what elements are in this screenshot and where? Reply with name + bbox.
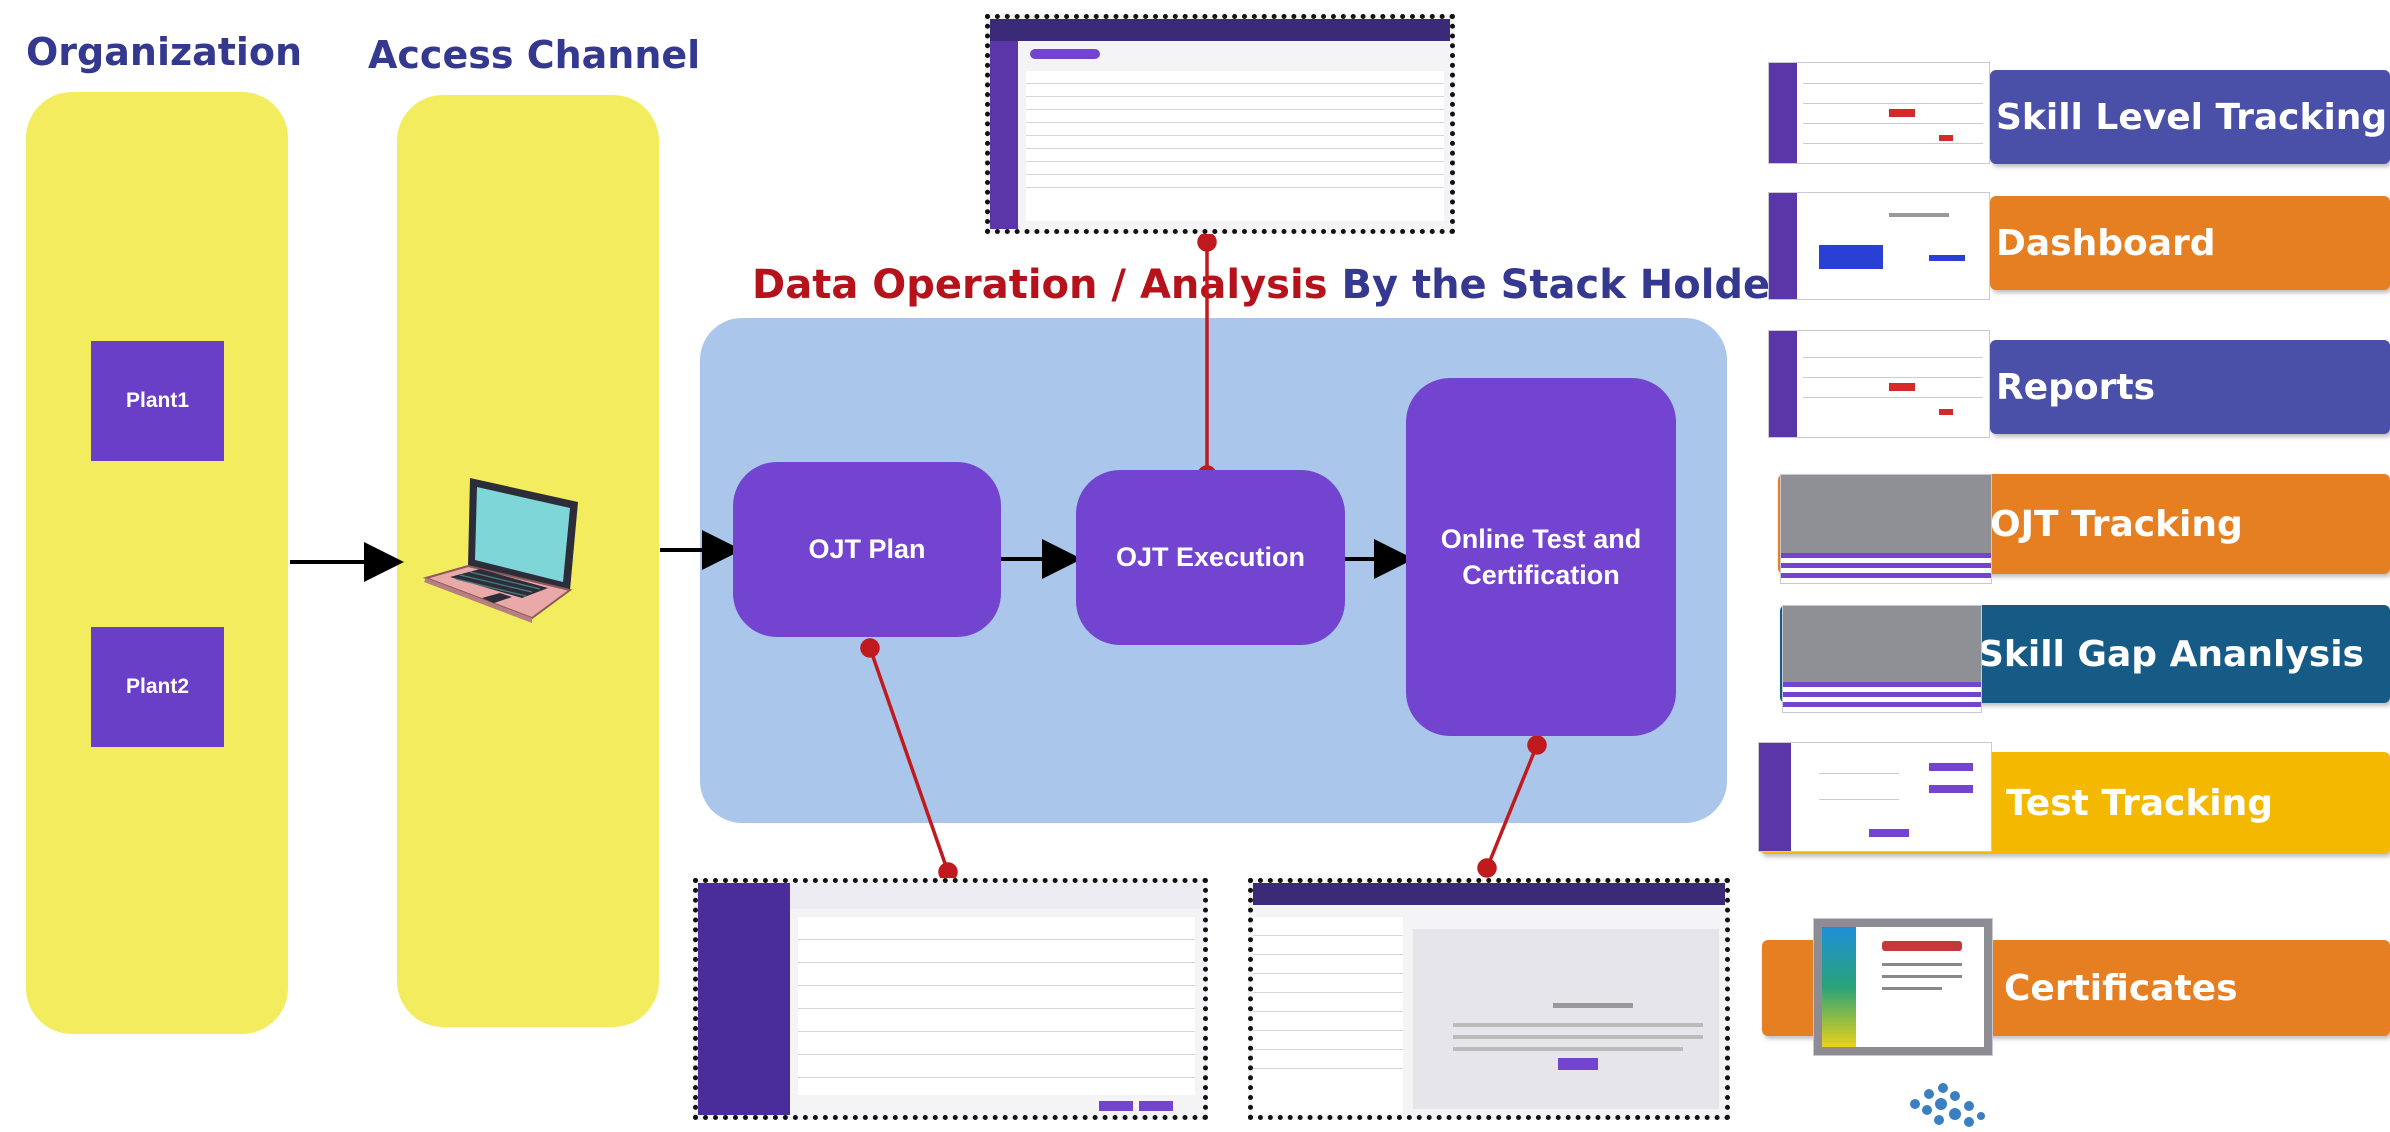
ojt-plan-label: OJT Plan — [808, 534, 926, 565]
plant2-box: Plant2 — [91, 627, 224, 747]
dashboard-screenshot — [1768, 192, 1990, 300]
ojt-execution-box: OJT Execution — [1076, 470, 1345, 645]
execution-screenshot-thumb — [985, 14, 1455, 234]
test-tracking-screenshot — [1758, 742, 1992, 852]
online-test-label-line1: Online Test and — [1440, 523, 1642, 554]
output-reports: Reports — [1990, 340, 2390, 434]
test-connector — [1485, 744, 1539, 869]
output-label: Skill Level Tracking — [1996, 96, 2388, 138]
laptop-icon — [422, 478, 578, 623]
output-dashboard: Dashboard — [1990, 196, 2390, 290]
title-part-red: Data Operation / Analysis — [752, 262, 1328, 308]
skill-level-screenshot — [1768, 62, 1990, 164]
online-test-label-line2: Certification — [1462, 560, 1620, 590]
output-label: Test Tracking — [2006, 782, 2274, 824]
output-label: Dashboard — [1996, 222, 2216, 264]
certificate-screenshot — [1813, 918, 1993, 1056]
plant1-box: Plant1 — [91, 341, 224, 461]
organization-title: Organization — [26, 30, 303, 74]
skill-gap-screenshot — [1782, 605, 1982, 713]
online-test-box: Online Test and Certification — [1406, 378, 1676, 736]
plan-screenshot-thumb — [693, 878, 1208, 1120]
title-part-blue: By the Stack Holders — [1341, 262, 1814, 308]
reports-screenshot — [1768, 330, 1990, 438]
output-label: Skill Gap Ananlysis — [1978, 633, 2364, 675]
ojt-execution-label: OJT Execution — [1115, 542, 1306, 573]
organization-column — [26, 92, 288, 1034]
output-label: Certificates — [2004, 967, 2238, 1009]
access-channel-title: Access Channel — [368, 33, 701, 77]
network-dots-logo — [1910, 1083, 1985, 1127]
test-screenshot-thumb — [1248, 878, 1730, 1120]
ojt-tracking-screenshot — [1780, 474, 1992, 584]
plan-connector — [868, 647, 950, 873]
ojt-plan-box: OJT Plan — [733, 462, 1001, 637]
output-label: OJT Tracking — [1990, 503, 2243, 545]
plant2-label: Plant2 — [125, 675, 190, 698]
plant1-label: Plant1 — [125, 389, 190, 412]
output-label: Reports — [1996, 366, 2156, 408]
analysis-title: Data Operation / Analysis By the Stack H… — [752, 262, 1814, 308]
output-skill-level-tracking: Skill Level Tracking — [1990, 70, 2390, 164]
